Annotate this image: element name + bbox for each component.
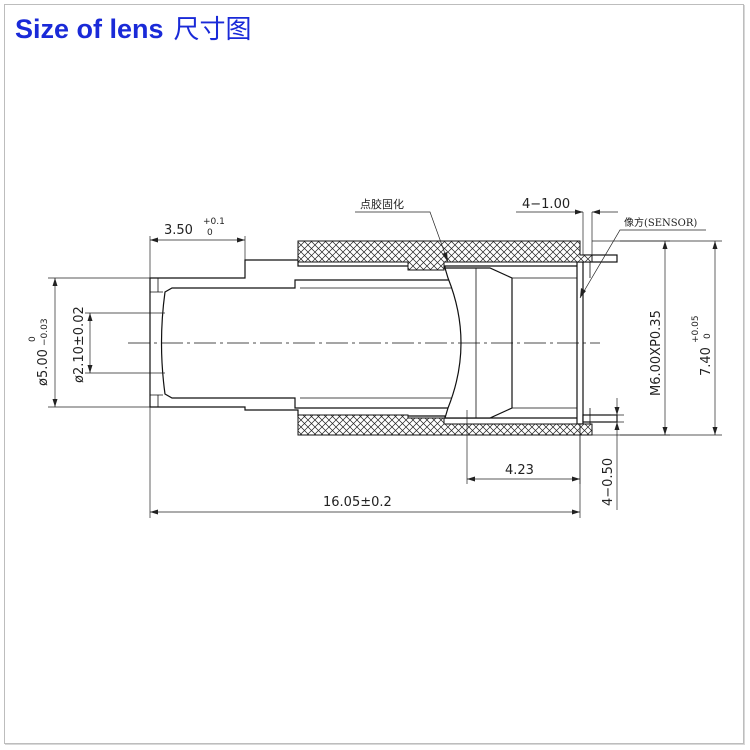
- height-label: 7.40: [699, 347, 714, 376]
- height-arrow-top: [712, 241, 718, 249]
- title-en: Size of lens: [15, 14, 164, 44]
- pin-spec-label: 4−1.00: [522, 197, 570, 212]
- title-cn: 尺寸图: [173, 15, 252, 45]
- rear-length-label: 4.23: [505, 463, 534, 478]
- pin-bottom: [582, 414, 618, 423]
- od-arrow-bottom: [52, 399, 58, 407]
- flange-arrow-left: [150, 237, 158, 243]
- thread-arrow-top: [662, 241, 668, 249]
- thread-arrow-bottom: [662, 427, 668, 435]
- glue-note: 点胶固化: [360, 197, 404, 211]
- height-dim-lines: [620, 240, 722, 436]
- pin-width-lines: [611, 398, 624, 510]
- total-dim-lines: [149, 407, 581, 518]
- total-arrow-right: [572, 509, 580, 515]
- flange-tol-lower: 0: [207, 228, 213, 238]
- flange-tol-upper: +0.1: [203, 217, 225, 227]
- od-label: ø5.00: [36, 349, 51, 386]
- sensor-leader: [579, 229, 706, 299]
- pin-width-label: 4−0.50: [601, 458, 616, 506]
- od-arrow-top: [52, 278, 58, 286]
- pin-width-arrow-top: [614, 407, 620, 415]
- height-arrow-bottom: [712, 427, 718, 435]
- od-tol-lower: −0.03: [40, 318, 50, 346]
- sensor-note: 像方(SENSOR): [624, 216, 697, 229]
- glue-leader: [355, 211, 449, 263]
- pin-width-arrow-bottom: [614, 422, 620, 430]
- aperture-arrow-bottom: [87, 365, 93, 373]
- pin-spec-arrow-r: [592, 209, 600, 215]
- front-lens-element: [160, 279, 468, 409]
- total-arrow-left: [150, 509, 158, 515]
- rear-arrow-left: [467, 476, 475, 482]
- sensor-leader-arrow: [580, 288, 586, 298]
- border-frame: [4, 4, 744, 744]
- od-tol-upper: 0: [28, 336, 38, 342]
- height-tol-upper: +0.05: [691, 315, 701, 343]
- nose-step: [150, 278, 163, 407]
- total-length-label: 16.05±0.2: [323, 495, 392, 510]
- glue-leader-arrow: [442, 252, 448, 262]
- rear-arrow-right: [572, 476, 580, 482]
- pin-spec-lines: [516, 211, 618, 255]
- flange-length-label: 3.50: [164, 223, 193, 238]
- aperture-dim-lines: [85, 312, 165, 374]
- pin-spec-arrow-l: [575, 209, 583, 215]
- od-dim-lines: [48, 277, 150, 408]
- height-label-group: 7.40 +0.05 0: [691, 315, 714, 376]
- aperture-arrow-top: [87, 313, 93, 321]
- flange-arrow-right: [237, 237, 245, 243]
- flange-dim-lines: [149, 236, 246, 278]
- thread-label: M6.00XP0.35: [649, 310, 664, 396]
- mount-hatch-bottom: [297, 414, 593, 436]
- od-label-group: ø5.00 0 −0.03: [28, 318, 51, 386]
- page-title: Size of lens 尺寸图: [15, 9, 252, 46]
- aperture-label: ø2.10±0.02: [72, 306, 87, 383]
- height-tol-lower: 0: [703, 333, 713, 339]
